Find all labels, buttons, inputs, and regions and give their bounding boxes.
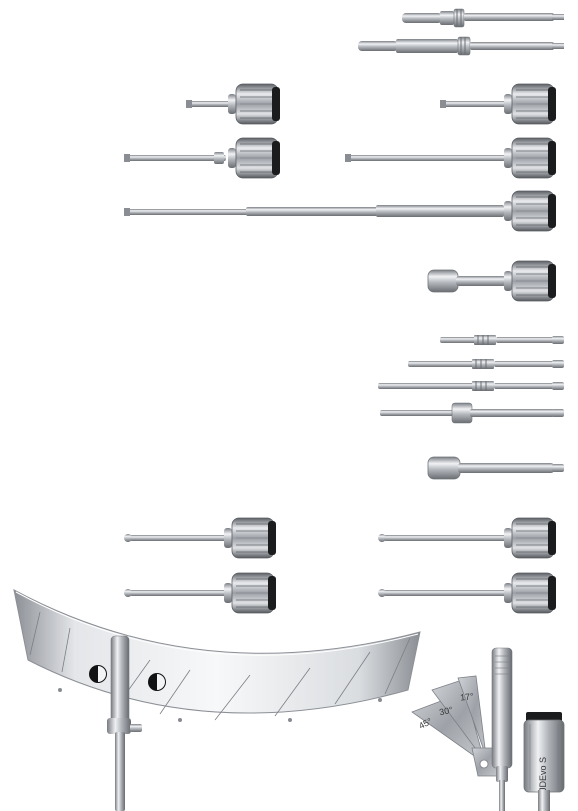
hand-driver-ball-4 [378, 572, 557, 614]
gauge-label-30: 30° [438, 705, 454, 718]
drill-bit-1 [440, 335, 564, 345]
handle-driver-label: JDEvo S [538, 757, 548, 792]
band-logo-mark-1 [89, 665, 107, 683]
drill-bit-3 [378, 381, 564, 391]
hand-driver-short-left [186, 83, 281, 125]
short-driver-bit [402, 8, 564, 28]
drill-bit-4 [380, 402, 564, 424]
hand-driver-short-right [440, 83, 557, 125]
hand-driver-medium-right [345, 137, 557, 179]
hand-driver-ball-3 [124, 572, 277, 614]
band-logo-mark-2 [148, 673, 166, 691]
gauge-label-17: 17° [460, 691, 475, 702]
handle-driver: JDEvo S [523, 712, 565, 811]
parallel-pin [491, 647, 513, 811]
angle-gauge-fan: 45° 30° 17° [411, 675, 499, 777]
socket-bit [427, 456, 564, 480]
hand-driver-long [124, 190, 557, 232]
curved-guide-band [13, 589, 421, 811]
hand-driver-medium-left [124, 137, 281, 179]
hand-driver-ball-2 [378, 517, 557, 559]
long-driver-bit [358, 36, 564, 56]
hand-driver-ball-1 [124, 517, 277, 559]
socket-hand-driver [427, 260, 557, 302]
drill-bit-2 [408, 359, 564, 369]
